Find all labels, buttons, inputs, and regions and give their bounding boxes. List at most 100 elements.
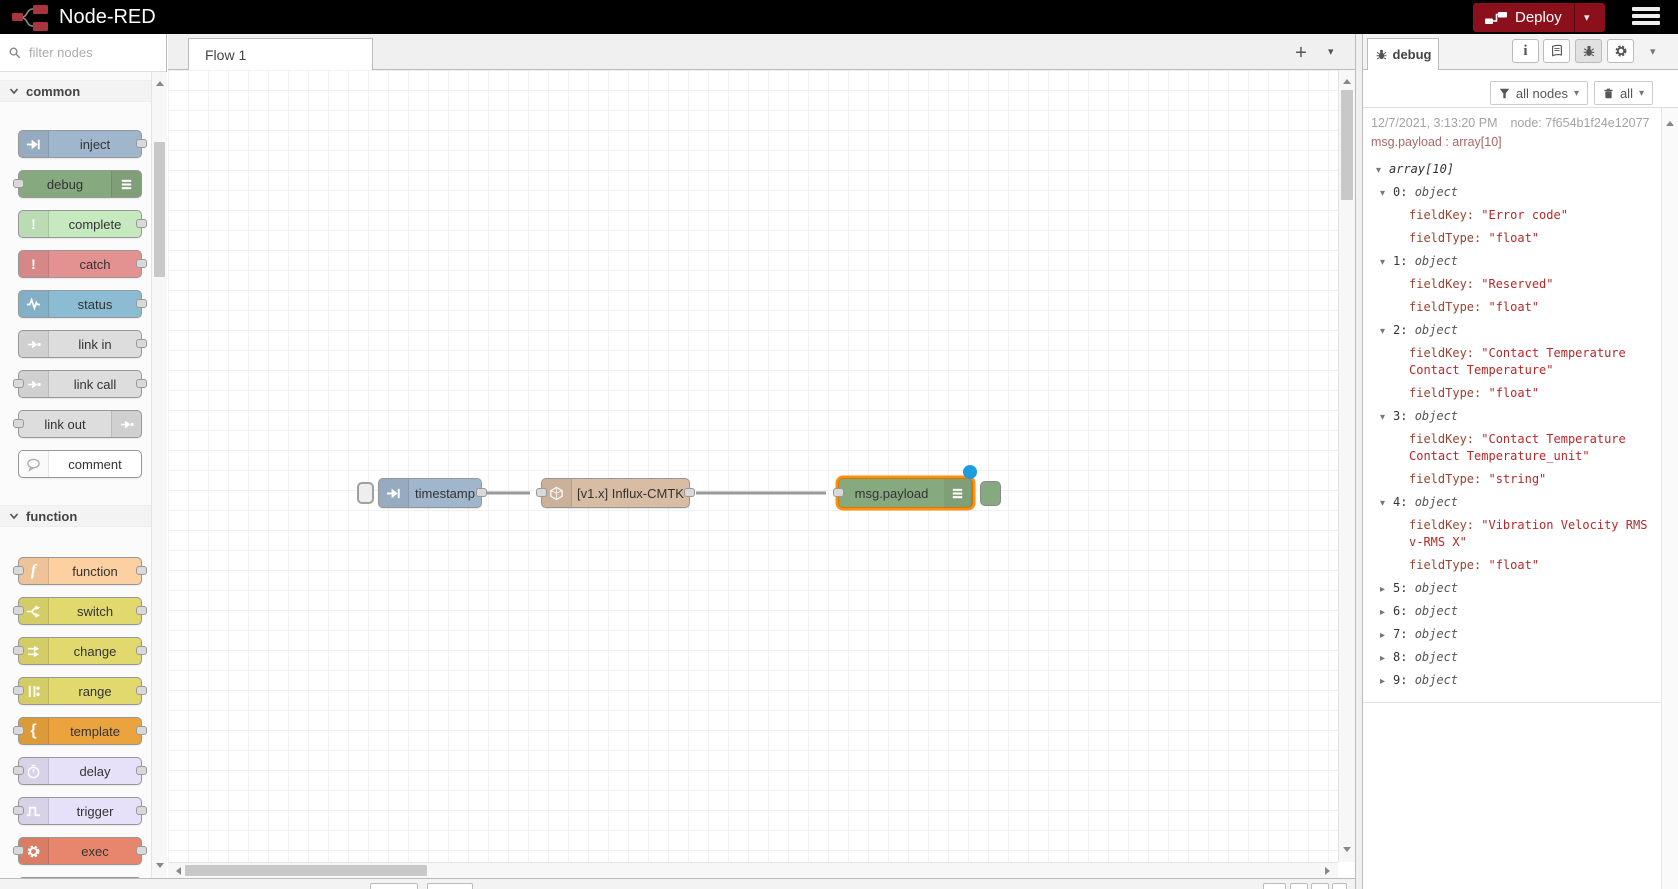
zoom-reset-button[interactable] (1311, 883, 1329, 889)
node-output-port[interactable] (136, 379, 147, 388)
expand-caret-icon[interactable]: ▸ (1380, 630, 1386, 641)
deploy-button[interactable]: Deploy ▾ (1473, 3, 1605, 32)
node-input-port[interactable] (13, 566, 24, 575)
palette-node-link-in[interactable]: link in (18, 330, 147, 358)
palette-node-switch[interactable]: switch (13, 597, 147, 625)
node-input-port[interactable] (13, 379, 24, 388)
scroll-left-arrow-icon[interactable] (172, 867, 181, 875)
palette-node-comment[interactable]: comment (18, 450, 142, 478)
scroll-up-arrow-icon[interactable] (156, 77, 164, 86)
palette-node-inject[interactable]: inject (18, 130, 147, 158)
node-output-port[interactable] (136, 846, 147, 855)
palette-scrollbar[interactable] (151, 72, 167, 878)
palette-node-link-call[interactable]: link call (13, 370, 147, 398)
palette-node-status[interactable]: status (18, 290, 147, 318)
scroll-right-arrow-icon[interactable] (1325, 867, 1334, 875)
node-input-port[interactable] (13, 806, 24, 815)
tab-flow-1[interactable]: Flow 1 (188, 38, 373, 70)
collapse-caret-icon[interactable]: ▾ (1380, 412, 1386, 423)
help-tab-button[interactable] (1543, 39, 1570, 63)
palette-node-exec[interactable]: exec (13, 837, 147, 865)
node-output-port[interactable] (136, 219, 147, 228)
expand-caret-icon[interactable]: ▸ (1380, 653, 1386, 664)
node-input-port[interactable] (13, 646, 24, 655)
info-tab-button[interactable]: i (1512, 39, 1539, 63)
node-output-port[interactable] (136, 259, 147, 268)
node-input-port[interactable] (13, 179, 24, 188)
flow-node-influx-cmtk[interactable]: [v1.x] Influx-CMTK (536, 478, 695, 508)
flow-list-caret-icon[interactable]: ▾ (1328, 46, 1334, 58)
debug-clear-button[interactable]: all ▾ (1593, 81, 1653, 105)
palette-category-common[interactable]: common (0, 80, 151, 102)
scroll-up-arrow-icon[interactable] (1666, 117, 1674, 126)
palette-node-complete[interactable]: !complete (18, 210, 147, 238)
scroll-up-arrow-icon[interactable] (1343, 75, 1351, 84)
debug-enable-toggle[interactable] (980, 481, 1001, 506)
palette-node-range[interactable]: range (13, 677, 147, 705)
palette-node-template[interactable]: {template (13, 717, 147, 745)
node-output-port[interactable] (136, 139, 147, 148)
palette-node-delay[interactable]: delay (13, 757, 147, 785)
palette-search[interactable] (0, 34, 166, 72)
flow-node-msg-payload[interactable]: msg.payload (833, 478, 973, 508)
node-output-port[interactable] (136, 566, 147, 575)
flow-node-timestamp[interactable]: timestamp (378, 478, 487, 508)
debug-scrollbar[interactable] (1661, 108, 1678, 889)
scrollbar-thumb[interactable] (154, 142, 165, 277)
message-node-id[interactable]: node: 7f654b1f24e12077 (1510, 116, 1650, 130)
canvas-horizontal-scrollbar[interactable] (168, 862, 1338, 878)
palette-category-function[interactable]: function (0, 505, 151, 527)
node-output-port[interactable] (136, 299, 147, 308)
node-input-port[interactable] (13, 766, 24, 775)
debug-tab-button[interactable] (1575, 39, 1602, 63)
node-input-port[interactable] (13, 606, 24, 615)
node-input-port[interactable] (536, 488, 547, 497)
scroll-down-arrow-icon[interactable] (156, 863, 164, 872)
expand-caret-icon[interactable]: ▸ (1380, 607, 1386, 618)
palette-node-trigger[interactable]: trigger (13, 797, 147, 825)
palette-filter-input[interactable] (27, 44, 147, 61)
flow-canvas[interactable]: timestamp [v1.x] Influx-CMTK msg.payload (168, 70, 1338, 862)
scrollbar-thumb[interactable] (1341, 90, 1353, 200)
config-tab-button[interactable] (1607, 39, 1634, 63)
navigator-toggle-button[interactable] (1263, 883, 1286, 889)
inject-trigger-button[interactable] (357, 482, 374, 504)
add-flow-button[interactable]: + (1295, 41, 1307, 64)
node-input-port[interactable] (13, 419, 24, 428)
collapse-caret-icon[interactable]: ▾ (1380, 188, 1386, 199)
node-input-port[interactable] (833, 488, 844, 497)
sidebar-menu-caret-icon[interactable]: ▾ (1650, 46, 1656, 58)
node-output-port[interactable] (684, 488, 695, 497)
node-output-port[interactable] (476, 488, 487, 497)
zoom-in-button[interactable] (1332, 883, 1347, 889)
node-output-port[interactable] (136, 646, 147, 655)
main-menu-button[interactable] (1632, 7, 1660, 27)
scrollbar-thumb[interactable] (185, 865, 427, 876)
expand-caret-icon[interactable]: ▸ (1380, 584, 1386, 595)
node-output-port[interactable] (136, 339, 147, 348)
node-output-port[interactable] (136, 606, 147, 615)
collapse-caret-icon[interactable]: ▾ (1380, 498, 1386, 509)
collapse-caret-icon[interactable]: ▾ (1380, 257, 1386, 268)
footer-left-button-1[interactable] (370, 883, 418, 889)
zoom-out-button[interactable] (1290, 883, 1308, 889)
debug-filter-button[interactable]: all nodes ▾ (1489, 81, 1588, 105)
palette-node-change[interactable]: change (13, 637, 147, 665)
node-input-port[interactable] (13, 846, 24, 855)
collapse-caret-icon[interactable]: ▾ (1376, 165, 1382, 176)
scroll-down-arrow-icon[interactable] (1343, 847, 1351, 856)
node-output-port[interactable] (136, 686, 147, 695)
deploy-options-caret-icon[interactable]: ▾ (1583, 12, 1590, 24)
node-output-port[interactable] (136, 766, 147, 775)
node-output-port[interactable] (136, 726, 147, 735)
sidebar-resize-handle[interactable] (1355, 34, 1363, 889)
collapse-caret-icon[interactable]: ▾ (1380, 326, 1386, 337)
palette-node-catch[interactable]: !catch (18, 250, 147, 278)
tab-debug[interactable]: debug (1367, 38, 1439, 70)
palette-node-debug[interactable]: debug (13, 170, 142, 198)
footer-left-button-2[interactable] (427, 883, 473, 889)
canvas-vertical-scrollbar[interactable] (1338, 70, 1355, 862)
expand-caret-icon[interactable]: ▸ (1380, 676, 1386, 687)
palette-node-link-out[interactable]: link out (13, 410, 142, 438)
